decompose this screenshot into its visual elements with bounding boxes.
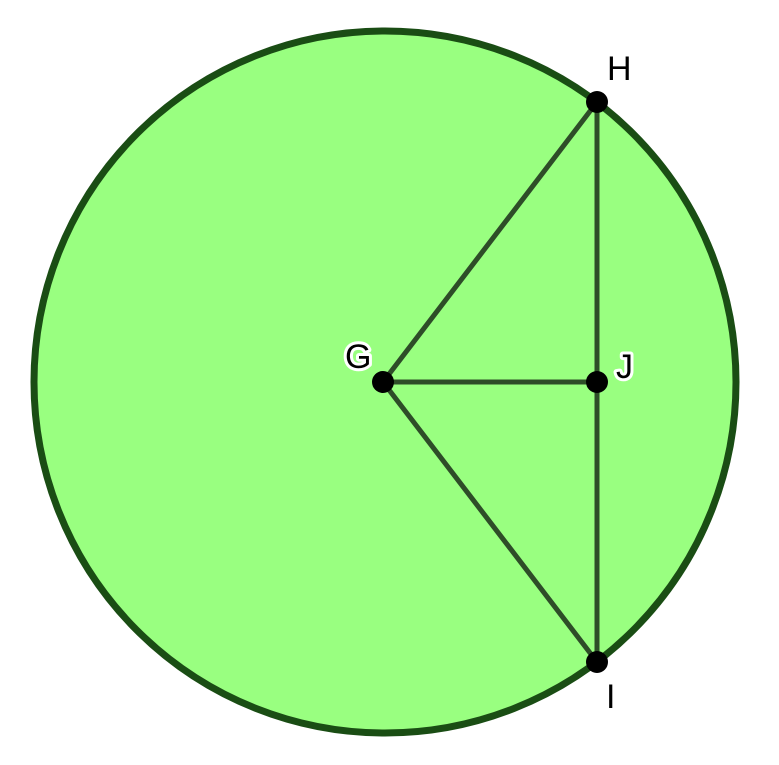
point-i bbox=[586, 651, 608, 673]
segment-gh bbox=[380, 99, 600, 385]
label-h: H bbox=[607, 50, 632, 88]
label-i: I bbox=[606, 678, 615, 716]
point-j bbox=[586, 371, 608, 393]
segment-gi bbox=[380, 379, 600, 665]
label-j: J bbox=[616, 348, 633, 386]
point-h bbox=[586, 91, 608, 113]
label-g: G bbox=[345, 338, 371, 376]
point-g bbox=[372, 371, 394, 393]
